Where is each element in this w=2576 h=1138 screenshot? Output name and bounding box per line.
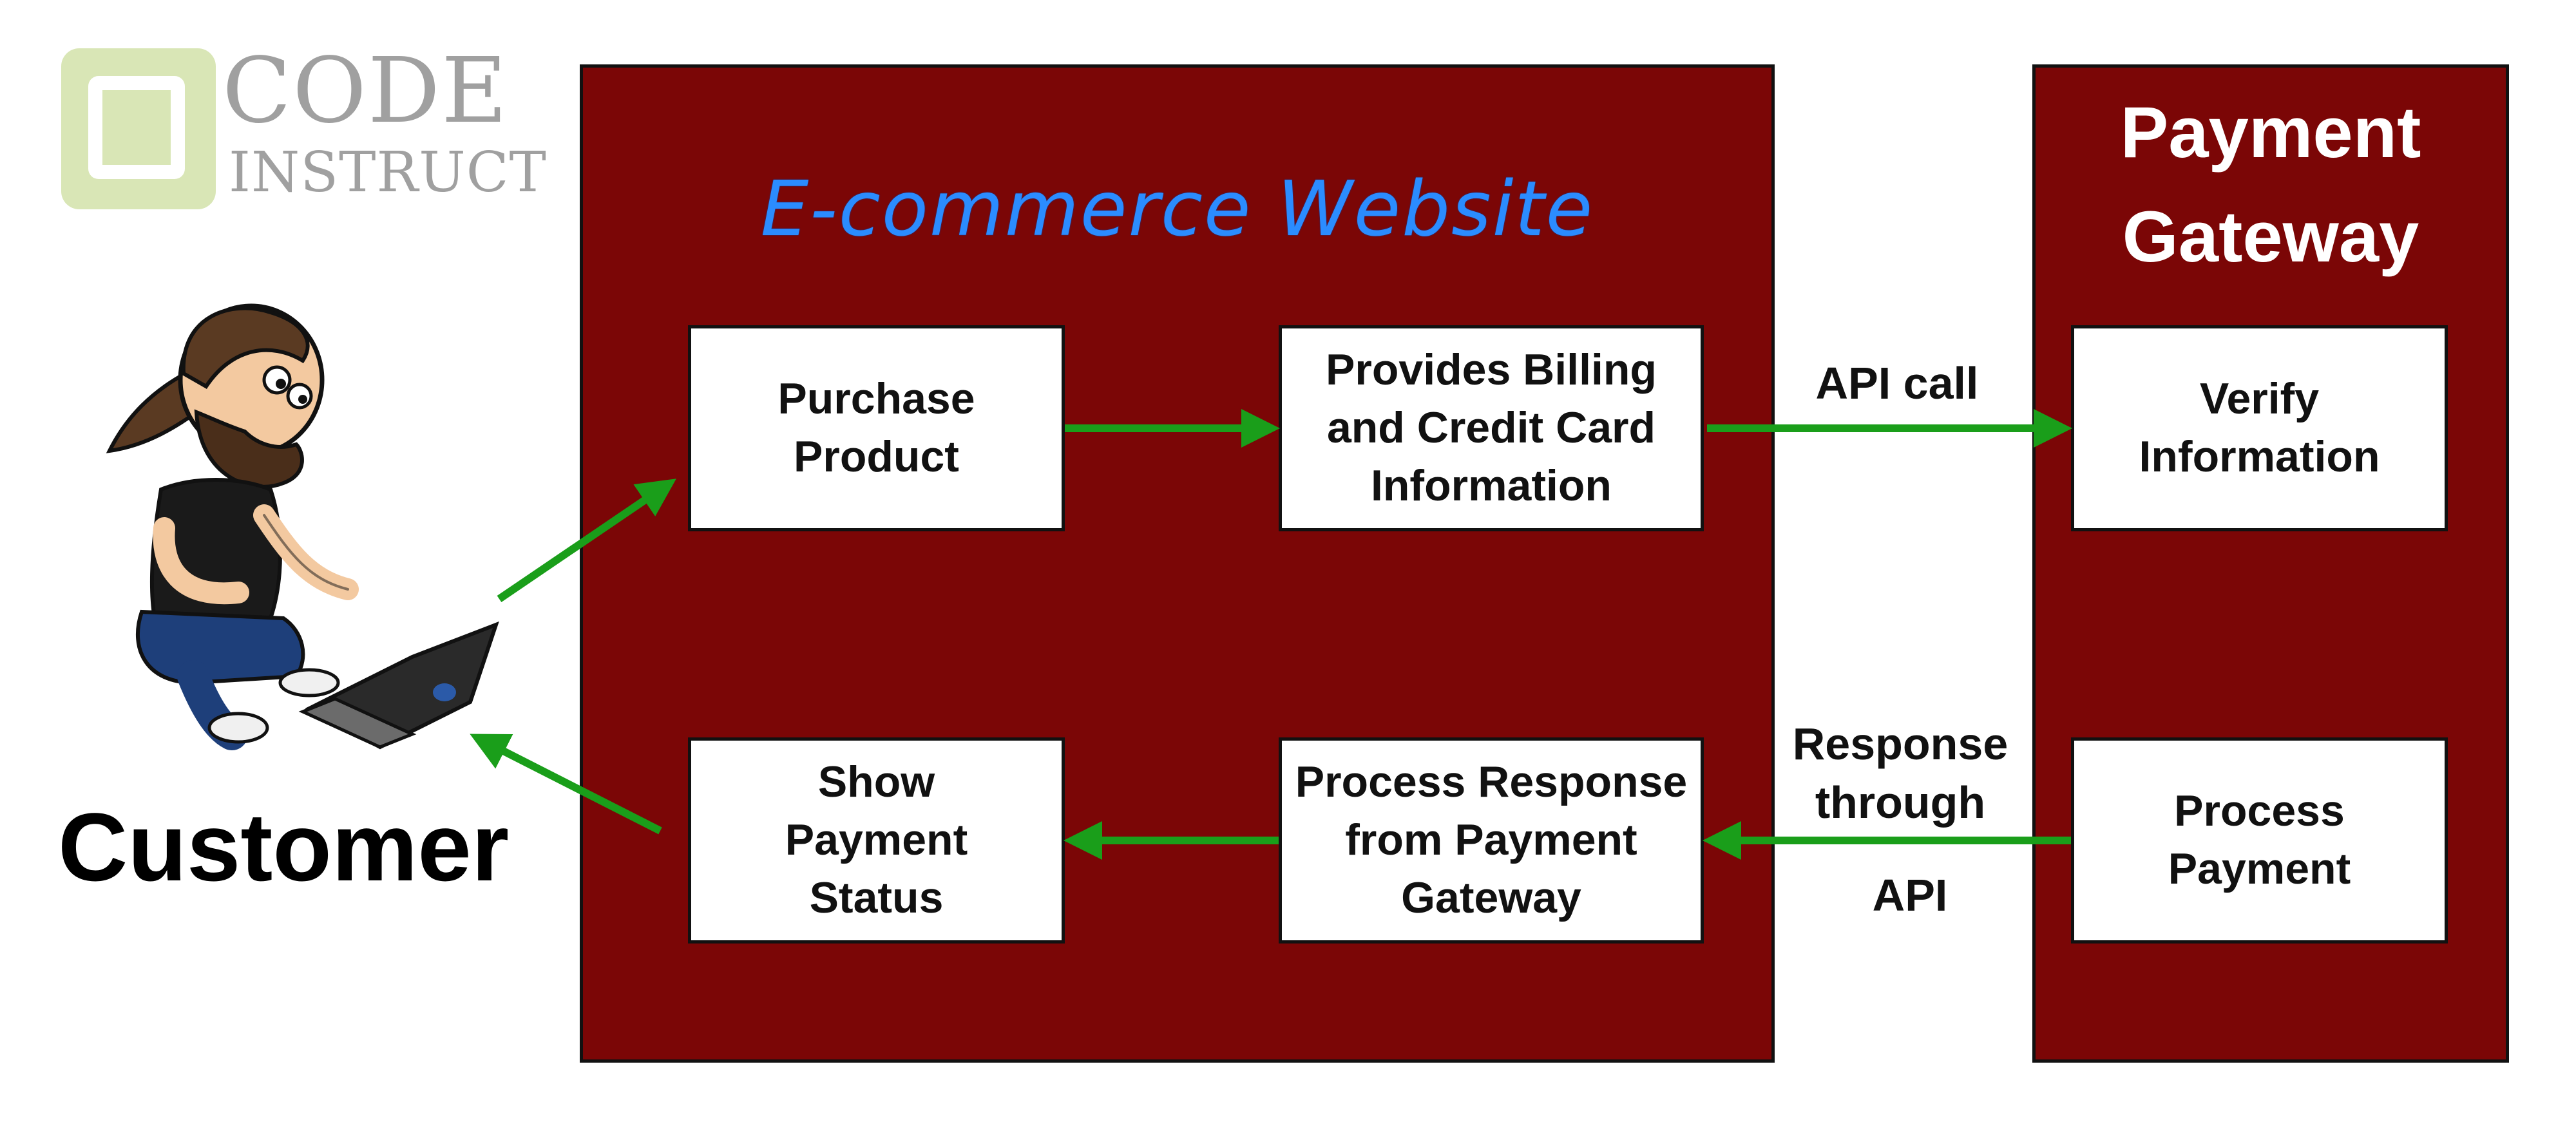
- ecommerce-website-title: E-commerce Website: [760, 164, 1594, 253]
- logo-mark-icon: [88, 76, 185, 179]
- step-show-payment-status: Show Payment Status: [688, 737, 1065, 944]
- logo-text-instruct: INSTRUCT: [229, 140, 547, 205]
- label-response-through: Response through: [1792, 719, 2008, 828]
- arrow-status-to-customer: [470, 734, 662, 835]
- customer-illustration-icon: [106, 303, 499, 750]
- arrow-customer-to-purchase: [497, 479, 676, 602]
- label-api: API: [1872, 870, 1948, 920]
- step-process-payment: Process Payment: [2071, 737, 2448, 944]
- step-verify-information: Verify Information: [2071, 325, 2448, 531]
- label-api-call: API call: [1815, 358, 1979, 408]
- step-provide-billing-info: Provides Billing and Credit Card Informa…: [1279, 325, 1704, 531]
- code-instruct-logo: [61, 48, 216, 209]
- logo-text-code: CODE: [222, 39, 509, 144]
- payment-gateway-title: Payment Gateway: [2120, 92, 2421, 278]
- step-purchase-product: Purchase Product: [688, 325, 1065, 531]
- step-process-response: Process Response from Payment Gateway: [1279, 737, 1704, 944]
- customer-label: Customer: [58, 793, 510, 901]
